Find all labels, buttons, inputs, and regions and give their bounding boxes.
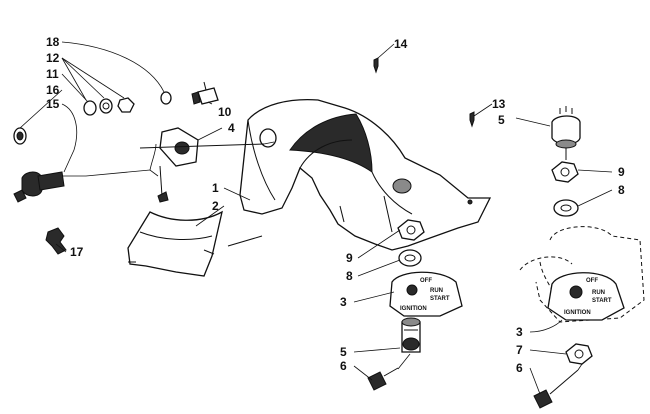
callout-16: 16: [46, 83, 60, 97]
callout-8-center: 8: [346, 269, 353, 283]
ignition-plate: OFF RUN START IGNITION: [389, 271, 463, 317]
callout-6-right: 6: [516, 361, 523, 375]
callout-9-center: 9: [346, 251, 353, 265]
plate-start-label: START: [592, 298, 612, 304]
callout-15: 15: [46, 97, 60, 111]
ignition-switch-icon: [551, 106, 581, 160]
hex-nut-icon: [551, 161, 579, 183]
callout-3-right: 3: [516, 325, 523, 339]
plate-start-label: START: [430, 296, 450, 302]
callout-4: 4: [228, 121, 235, 135]
callout-14: 14: [394, 37, 408, 51]
screw-icon: [373, 57, 379, 74]
callout-6-center: 6: [340, 359, 347, 373]
ignition-plate: OFF RUN START IGNITION: [547, 272, 625, 321]
ignition-switch-icon: [21, 171, 65, 197]
plate-off-label: OFF: [586, 278, 598, 284]
right-assembled-view: OFF RUN START IGNITION: [519, 106, 645, 409]
leader-lines: [19, 41, 613, 395]
plate-ignition-label: IGNITION: [564, 310, 591, 316]
hex-nut-icon: [117, 97, 135, 113]
screw-icon: [469, 111, 475, 128]
callout-9-right: 9: [618, 165, 625, 179]
callout-5-center: 5: [340, 345, 347, 359]
callout-1: 1: [212, 181, 219, 195]
washer-icon: [99, 98, 113, 114]
callout-5-top: 5: [498, 113, 505, 127]
callout-12: 12: [46, 51, 60, 65]
cable-assembly: [60, 127, 265, 203]
ignition-switch-icon: [401, 317, 421, 353]
callout-labels: 18 12 11 16 15 10 4 1 2 17 14 13 5 9 8 9…: [46, 35, 625, 375]
toggle-switch-icon: [191, 81, 219, 105]
callout-2: 2: [212, 199, 219, 213]
callout-8-right: 8: [618, 183, 625, 197]
lock-washer-icon: [398, 249, 422, 267]
lock-washer-icon: [553, 199, 579, 217]
callout-11: 11: [46, 67, 59, 81]
callout-7: 7: [516, 343, 523, 357]
washer-icon: [83, 100, 97, 116]
callout-18: 18: [46, 35, 60, 49]
plate-run-label: RUN: [430, 288, 443, 294]
key-icon: [13, 189, 27, 203]
callout-17: 17: [70, 245, 84, 259]
plate-off-label: OFF: [420, 278, 432, 284]
callout-13: 13: [492, 97, 506, 111]
hex-nut-icon: [397, 219, 425, 241]
plate-run-label: RUN: [592, 290, 605, 296]
lower-cover: [127, 210, 223, 277]
plate-ignition-label: IGNITION: [400, 306, 427, 312]
nut-icon: [160, 91, 172, 105]
callout-3-center: 3: [340, 295, 347, 309]
key-icon: [367, 367, 399, 391]
console-housing: [239, 98, 492, 251]
hex-nut-icon: [565, 343, 593, 365]
center-ignition-group: OFF RUN START IGNITION: [367, 219, 463, 391]
callout-10: 10: [218, 105, 232, 119]
key-icon: [533, 369, 579, 409]
